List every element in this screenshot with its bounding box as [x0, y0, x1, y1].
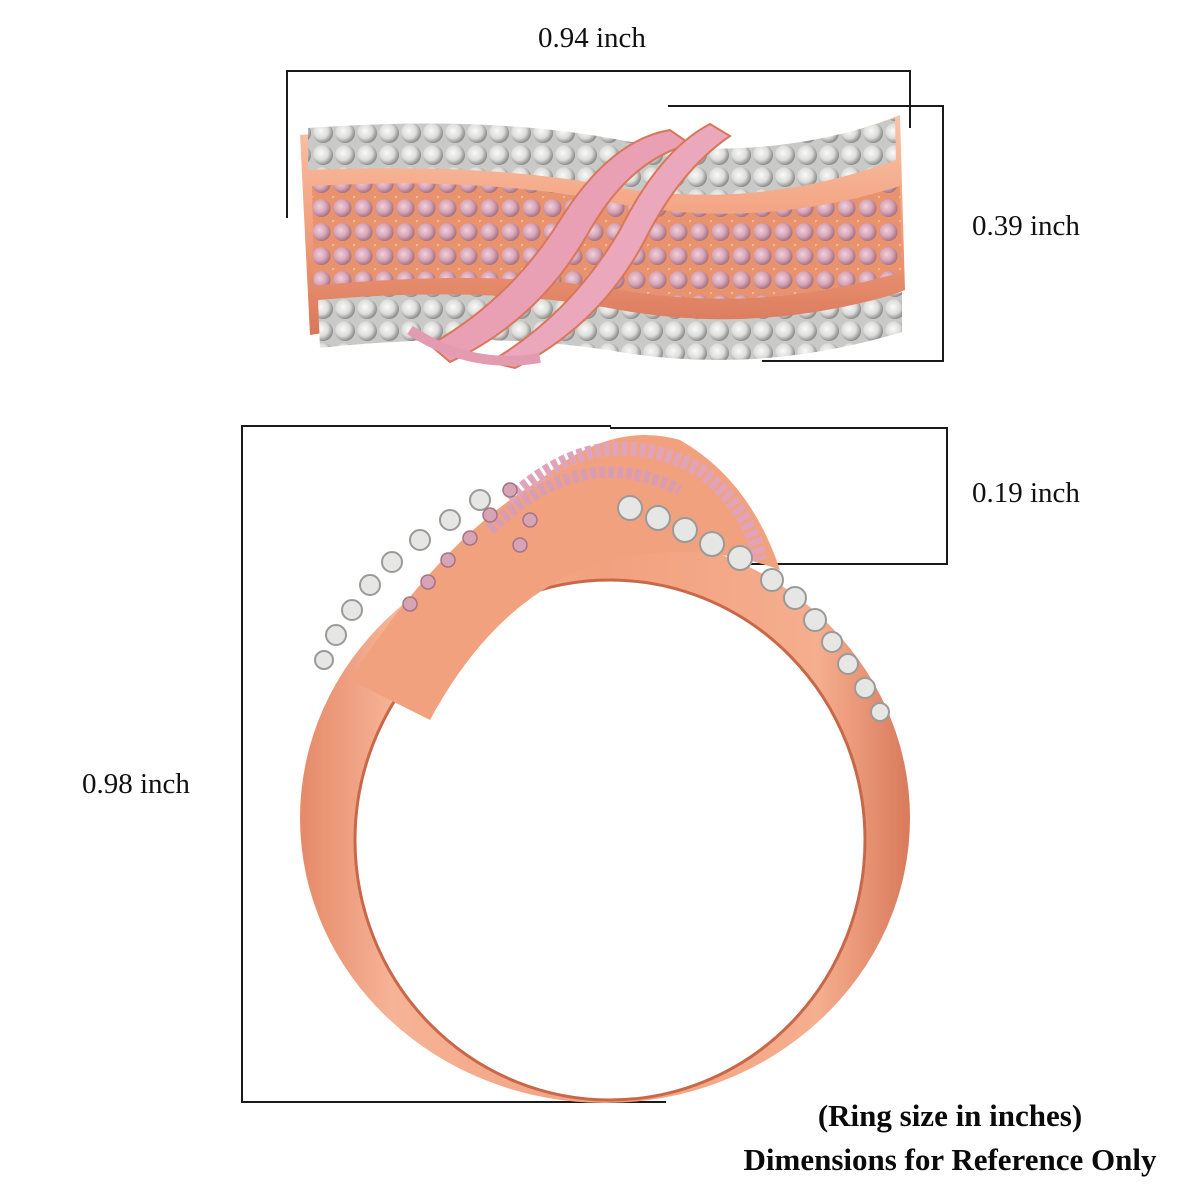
total-height-top-line	[241, 425, 611, 427]
height-dimension-label: 0.39 inch	[972, 210, 1080, 242]
top-height-vertical-line	[946, 427, 948, 565]
height-dimension-bottom-line	[762, 360, 944, 362]
width-dimension-label: 0.94 inch	[538, 22, 646, 54]
top-height-label: 0.19 inch	[972, 477, 1080, 509]
total-height-bottom-line	[241, 1101, 666, 1103]
reference-disclaimer: Dimensions for Reference Only	[743, 1142, 1157, 1177]
height-dimension-vertical-line	[942, 105, 944, 362]
ring-size-note: (Ring size in inches)	[817, 1098, 1083, 1133]
width-dimension-right-tick	[909, 70, 911, 128]
ring-side-view-image	[300, 435, 910, 1103]
width-dimension-line	[286, 70, 911, 72]
top-height-top-line	[610, 427, 948, 429]
width-dimension-left-tick	[286, 70, 288, 218]
top-height-bottom-line	[566, 563, 948, 565]
height-dimension-top-line	[668, 105, 944, 107]
ring-top-view-image	[300, 115, 905, 370]
total-height-label: 0.98 inch	[82, 768, 190, 800]
total-height-vertical-line	[241, 425, 243, 1103]
